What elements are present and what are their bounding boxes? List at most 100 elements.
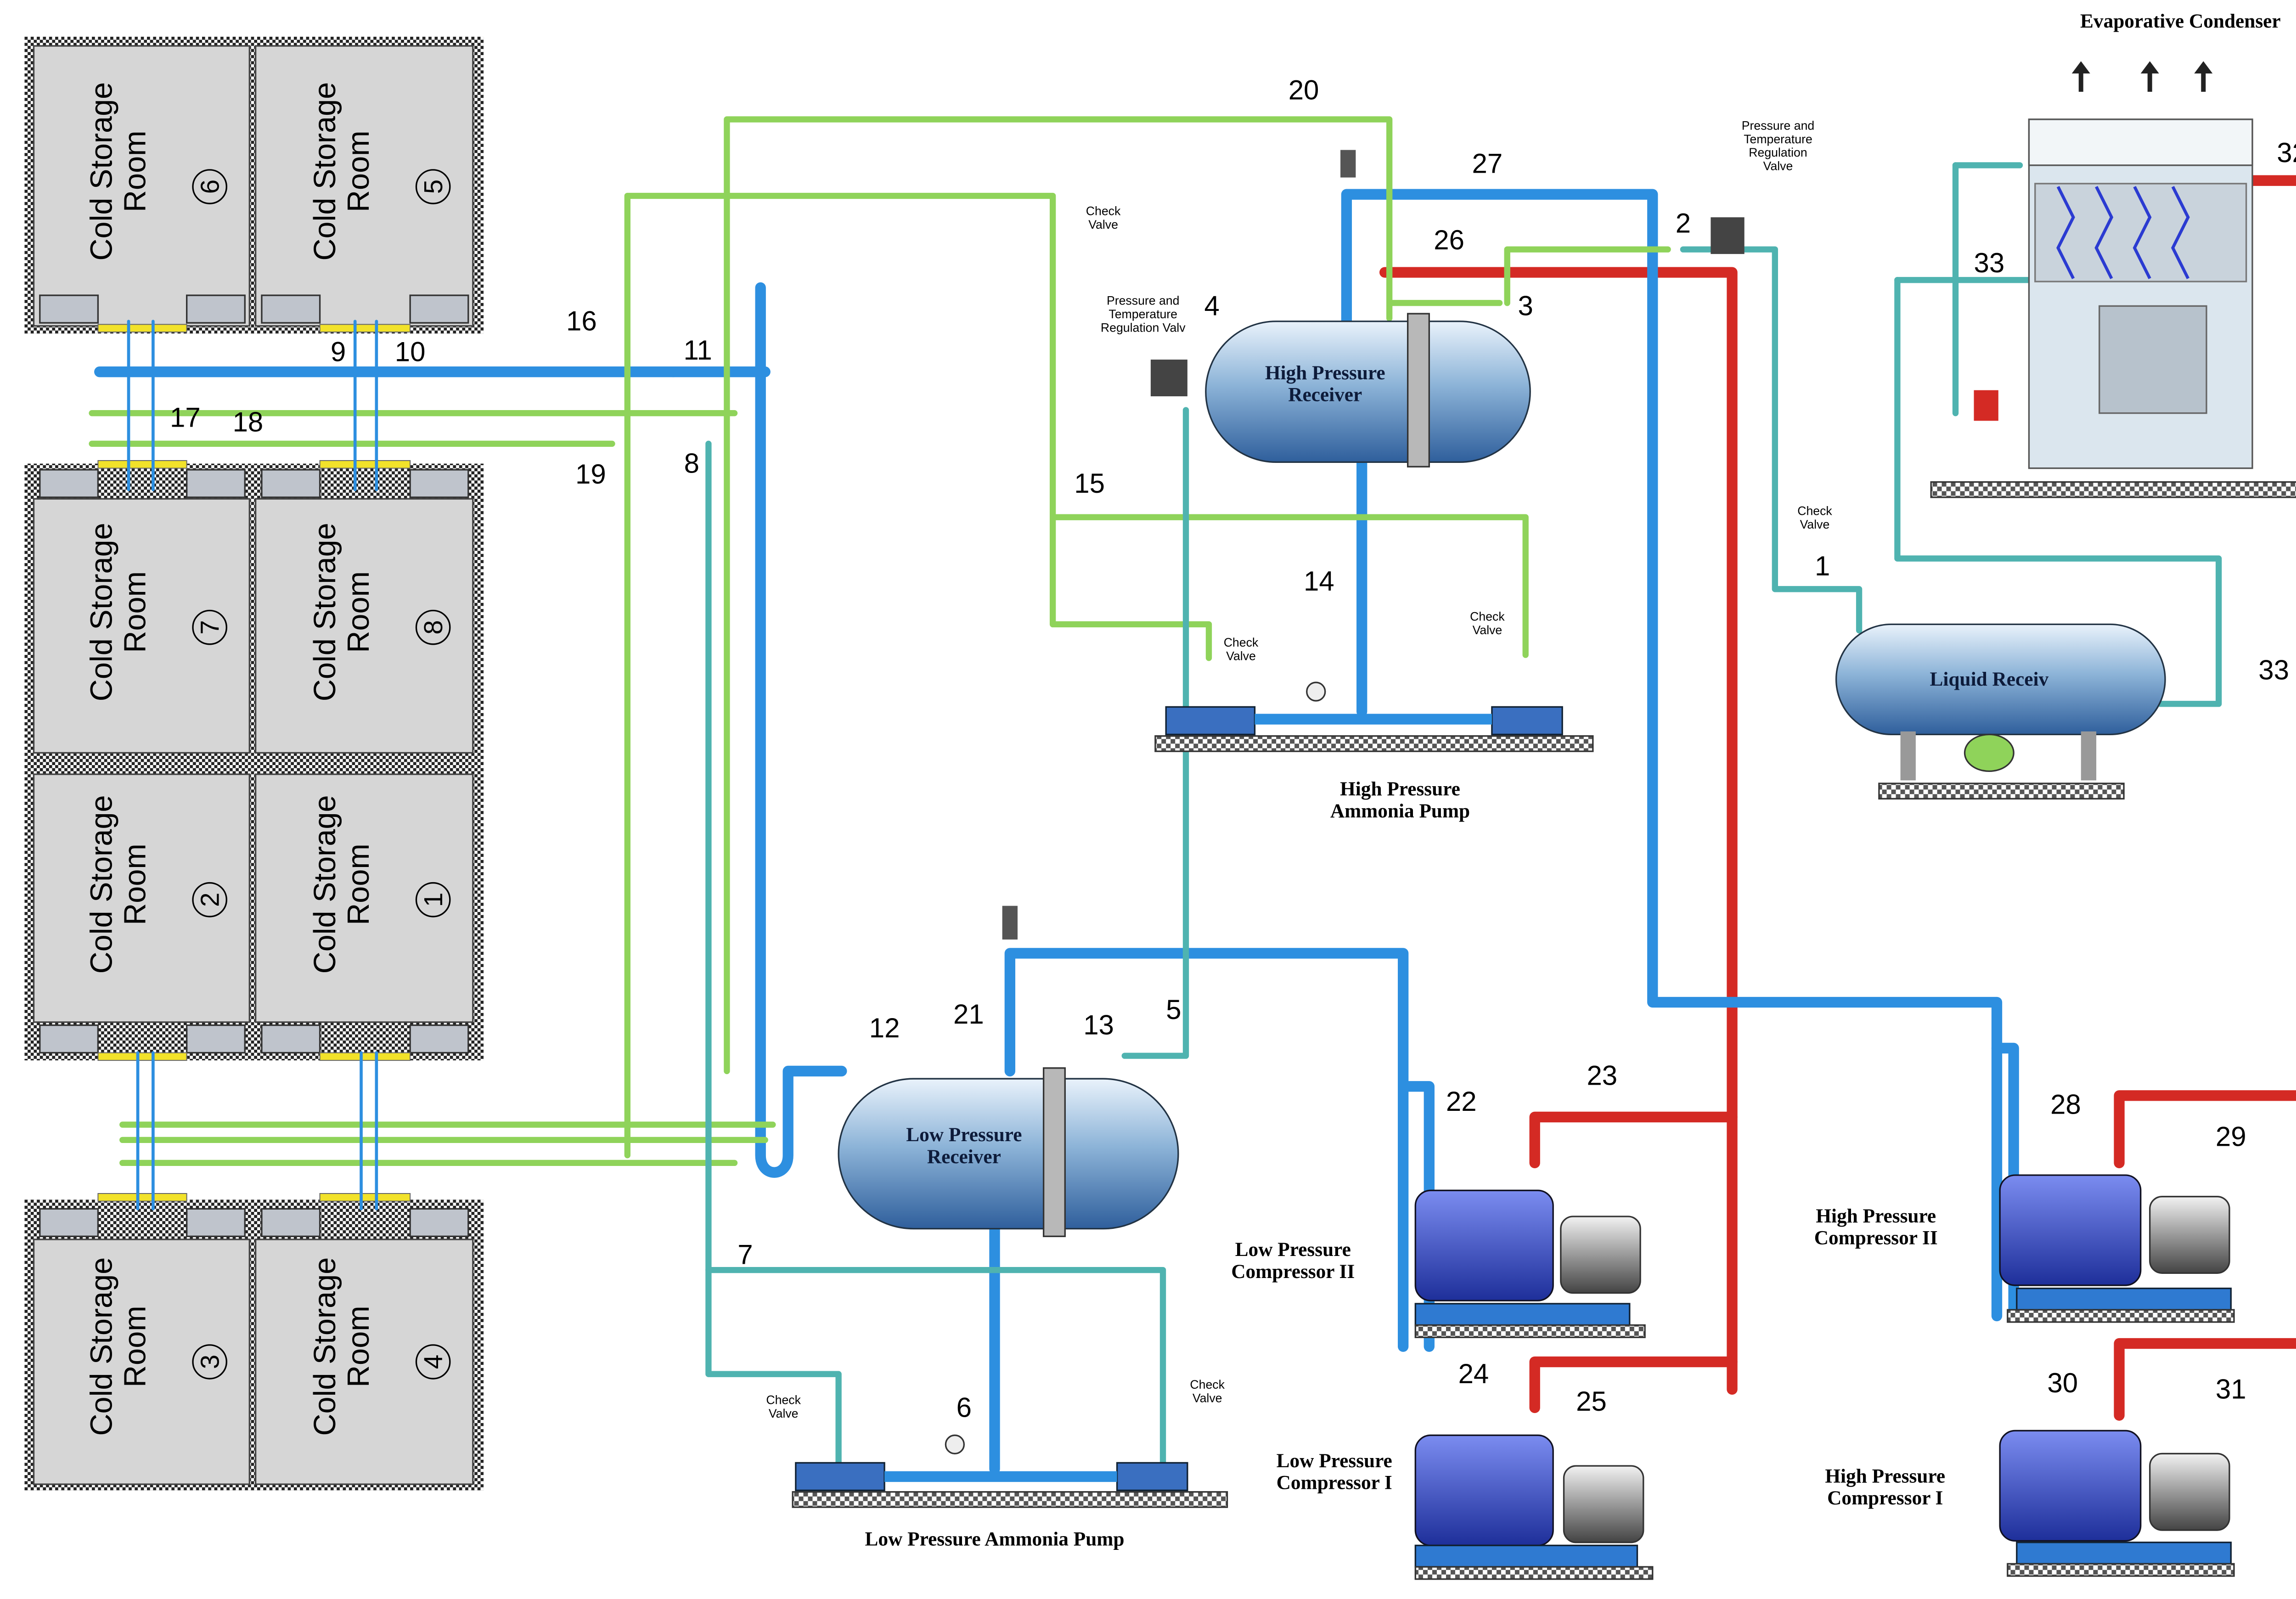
evaporator-fan-unit [409, 1024, 469, 1054]
evaporator-fan-unit [261, 294, 321, 324]
state-point-label: 27 [1472, 148, 1503, 179]
suction-pipes [94, 189, 2019, 1475]
ptr-valve-top [1711, 217, 1745, 254]
state-point-label: 33 [2258, 654, 2289, 685]
room-label: Cold StorageRoom [308, 523, 376, 701]
evaporator-fan-unit [186, 1024, 246, 1054]
room-number: 7 [196, 620, 225, 635]
lp-compressor-1 [1414, 1434, 1654, 1580]
room-label: Cold StorageRoom [84, 1257, 152, 1436]
lp-receiver-tank [838, 1078, 1179, 1230]
state-point-label: 25 [1576, 1386, 1607, 1417]
condenser-title: Evaporative Condenser [2080, 10, 2281, 32]
state-point-label: 11 [683, 335, 712, 366]
state-point-label: 22 [1446, 1086, 1477, 1117]
state-point-label: 5 [1166, 994, 1181, 1025]
room-number: 1 [419, 892, 448, 907]
liquid-receiver-label: Liquid Receiv [1930, 668, 2049, 690]
lp-ammonia-pump-set [792, 1434, 1228, 1508]
evaporator-fan-unit [39, 1024, 99, 1054]
state-point-label: 28 [2050, 1089, 2081, 1120]
room-number-circle [415, 882, 451, 918]
state-point-label: 23 [1587, 1060, 1617, 1091]
evaporator-fan-unit [186, 1208, 246, 1237]
state-point-label: 18 [233, 407, 264, 438]
evaporator-fan-unit [186, 469, 246, 498]
evaporator-fan-unit [261, 1024, 321, 1054]
evaporator-fan-unit [261, 1208, 321, 1237]
compressors [1414, 1174, 2235, 1580]
room-number-circle [415, 609, 451, 645]
hp-pump-1 [1165, 706, 1256, 736]
evaporator-fan-unit [409, 469, 469, 498]
room-number-circle [415, 1344, 451, 1379]
state-point-label: 24 [1458, 1358, 1489, 1389]
room-6 [33, 45, 250, 327]
lp-receiver [838, 906, 1179, 1237]
liquid-receiver-tank [1835, 623, 2166, 736]
evaporator-fan-unit [409, 1208, 469, 1237]
state-point-label: 2 [1676, 208, 1691, 238]
room-number: 6 [196, 180, 225, 194]
hp-receiver-tank [1205, 321, 1531, 463]
room-number-circle [192, 609, 227, 645]
liquid-pipes [89, 116, 1671, 1166]
state-point-label: 16 [566, 306, 597, 337]
room-5 [254, 45, 474, 327]
evaporative-condenser [1930, 61, 2296, 498]
room-number-circle [415, 169, 451, 204]
room-7 [33, 498, 250, 754]
liquid-receiver [1835, 623, 2166, 800]
room-number: 2 [196, 892, 225, 907]
cold-storage-rooms [24, 36, 484, 1491]
state-point-label: 14 [1304, 566, 1334, 597]
state-point-label: 33 [1974, 248, 2004, 278]
room-8 [254, 498, 474, 754]
room-label: Cold StorageRoom [84, 82, 152, 261]
evaporator-fan-unit [39, 1208, 99, 1237]
state-point-label: 1 [1815, 551, 1830, 581]
ptr-valve-left [1150, 360, 1187, 397]
condenser-casing [2028, 118, 2253, 469]
evaporator-fan-unit [39, 294, 99, 324]
state-point-label: 9 [331, 336, 346, 367]
room-number: 8 [419, 620, 448, 635]
hp-pump-2 [1491, 706, 1563, 736]
evaporator-fan-unit [186, 294, 246, 324]
evaporator-fan-unit [39, 469, 99, 498]
hp-receiver [1150, 150, 1745, 467]
state-point-label: 12 [869, 1013, 900, 1043]
state-point-label: 29 [2216, 1121, 2246, 1152]
evaporator-fan-unit [409, 294, 469, 324]
state-point-label: 31 [2216, 1374, 2246, 1405]
state-point-label: 19 [575, 459, 606, 490]
state-point-label: 6 [957, 1392, 972, 1423]
state-point-label: 30 [2047, 1368, 2078, 1398]
state-point-label: 4 [1204, 290, 1219, 321]
evaporator-fan-unit [261, 469, 321, 498]
room-4 [254, 1239, 474, 1485]
room-label: Cold StorageRoom [308, 1257, 376, 1436]
room-label: Cold StorageRoom [84, 795, 152, 974]
state-point-label: 8 [684, 448, 699, 479]
state-point-label: 3 [1518, 290, 1533, 321]
state-point-label: 15 [1074, 468, 1105, 499]
state-point-label: 21 [953, 999, 984, 1030]
room-number-circle [192, 882, 227, 918]
state-point-label: 10 [395, 336, 426, 367]
room-number: 5 [419, 180, 448, 194]
